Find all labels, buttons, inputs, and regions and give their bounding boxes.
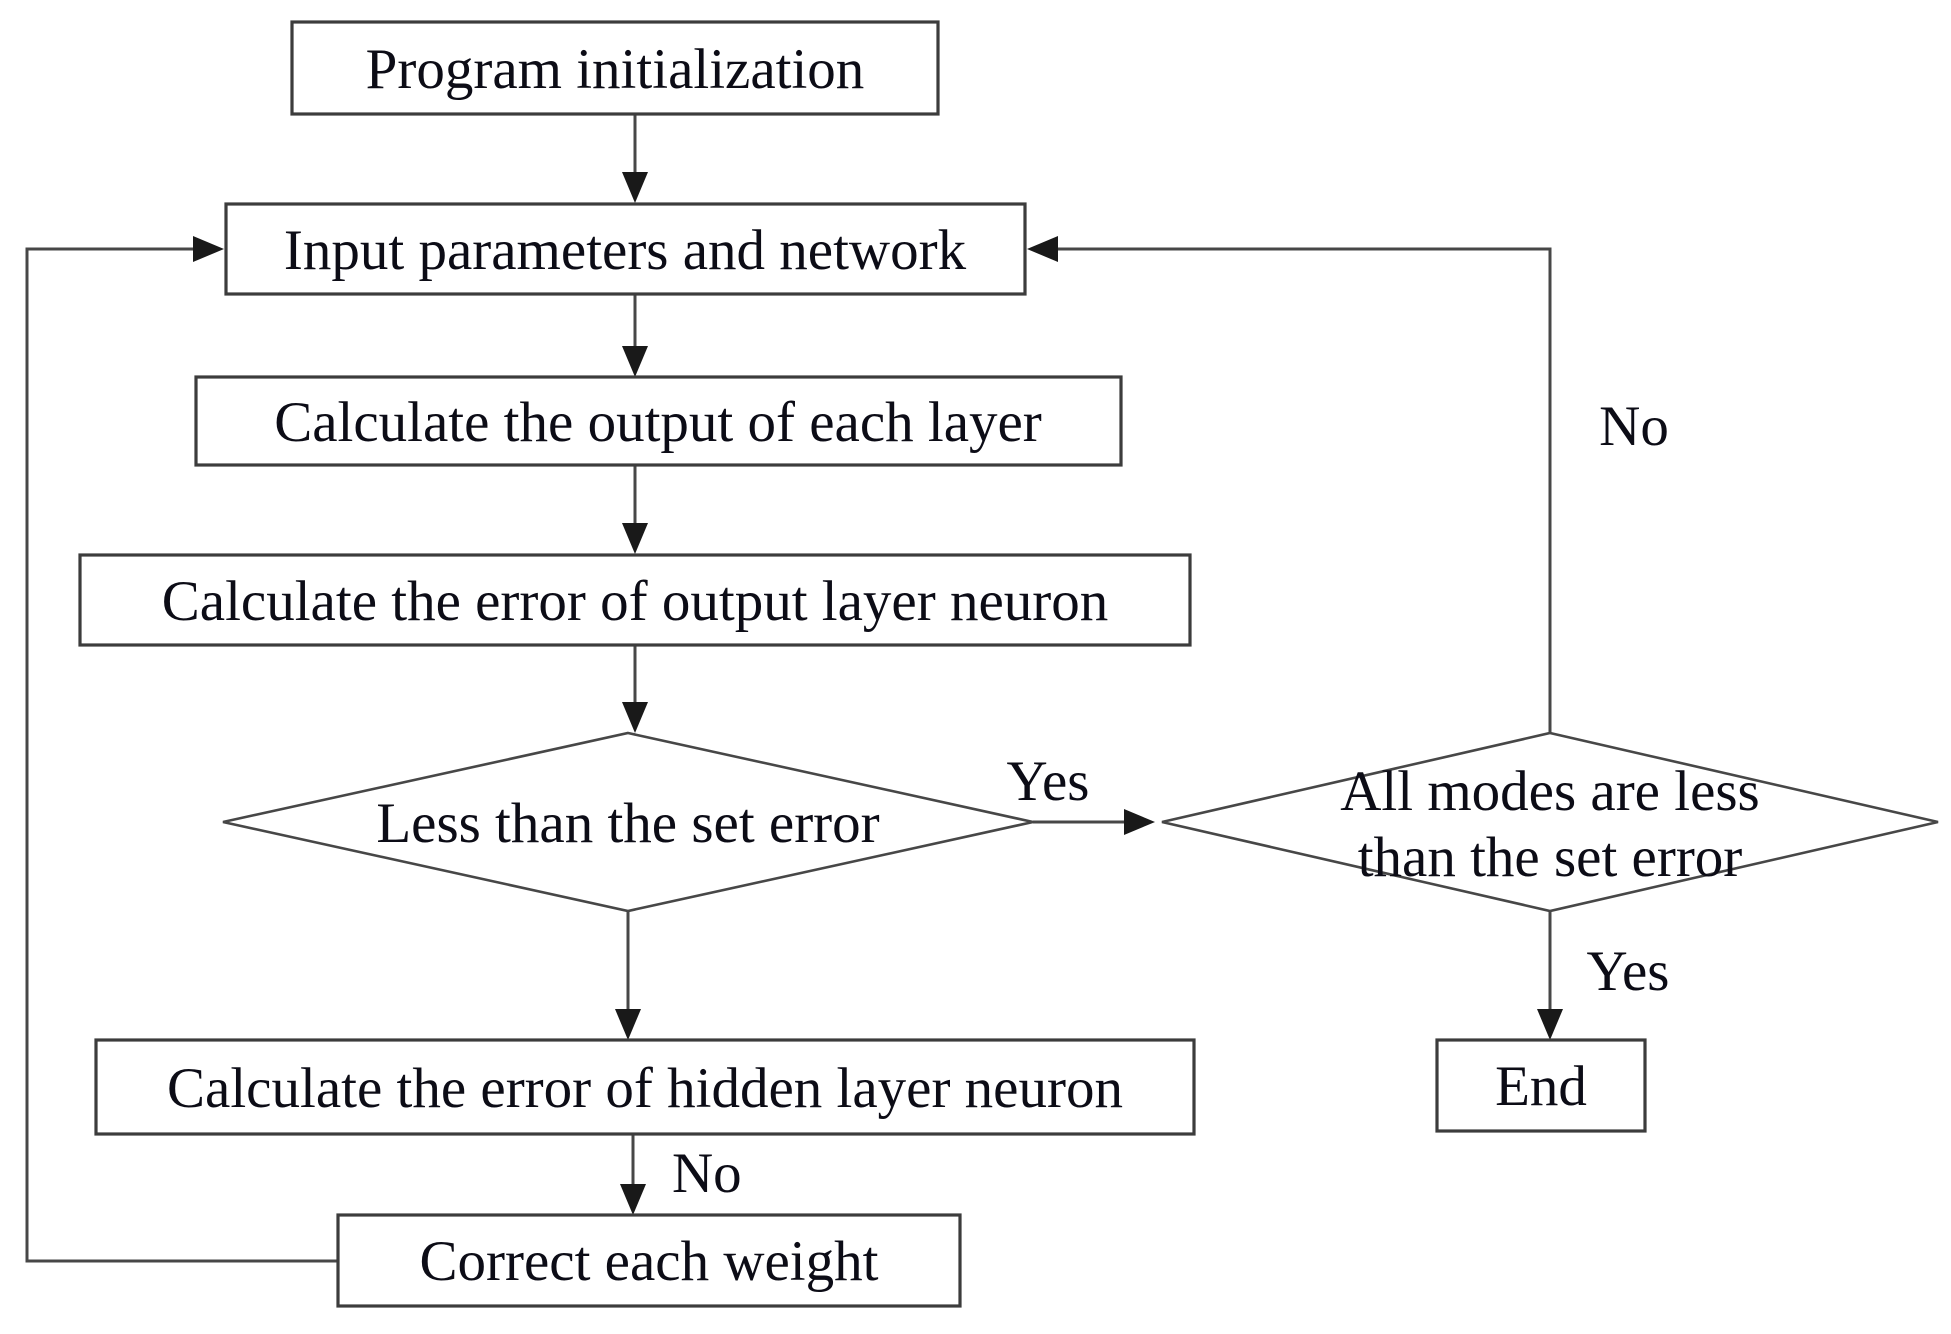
process-box-label: Program initialization [366,38,865,101]
process-box-calculate-error-hidden-layer: Calculate the error of hidden layer neur… [94,1038,1196,1136]
process-box-rect [290,20,940,116]
arrowhead-right-icon [193,236,224,262]
process-box-correct-each-weight: Correct each weight [336,1213,962,1308]
arrowhead-right-icon [1124,809,1155,835]
arrowhead-down-icon [620,1184,646,1215]
edge-label-no-to-correct-weight: No [672,1142,742,1205]
decision-diamond-all-modes-less: All modes are less than the set error [1161,731,1939,913]
edge-label-no-from-all-modes: No [1599,395,1669,458]
edge-feedback-loop [25,247,338,1263]
decision-diamond-shape [1161,731,1939,913]
edge-label-yes-to-all-modes: Yes [1007,750,1090,813]
process-box-calculate-output: Calculate the output of each layer [194,375,1123,467]
process-box-rect [78,553,1192,647]
decision-diamond-label-line2: than the set error [1358,826,1743,889]
arrowhead-down-icon [622,523,648,554]
arrowhead-down-icon [622,346,648,377]
arrowhead-left-icon [1027,236,1058,262]
arrowhead-down-icon [615,1009,641,1040]
terminator-box-end: End [1435,1038,1647,1133]
process-box-rect [94,1038,1196,1136]
process-box-calculate-error-output-layer: Calculate the error of output layer neur… [78,553,1192,647]
terminator-box-rect [1435,1038,1647,1133]
process-box-input-parameters: Input parameters and network [224,202,1027,296]
process-box-label: Correct each weight [420,1230,879,1293]
decision-diamond-label: Less than the set error [376,792,879,855]
process-box-label: Calculate the error of hidden layer neur… [167,1057,1123,1120]
decision-diamond-label-line1: All modes are less [1340,760,1759,823]
arrowhead-down-icon [1537,1009,1563,1040]
process-box-label: Input parameters and network [284,219,967,282]
arrowhead-down-icon [622,172,648,203]
terminator-box-label: End [1495,1055,1587,1118]
process-box-label: Calculate the output of each layer [274,391,1042,454]
process-box-rect [194,375,1123,467]
decision-diamond-shape [222,731,1034,913]
arrowhead-down-icon [622,702,648,733]
process-box-rect [224,202,1027,296]
decision-diamond-less-than-set-error: Less than the set error [222,731,1034,913]
process-box-rect [336,1213,962,1308]
process-box-program-initialization: Program initialization [290,20,940,116]
edge-no-loop-to-input [1055,247,1552,733]
edge-label-yes-to-end: Yes [1587,940,1670,1003]
process-box-label: Calculate the error of output layer neur… [162,570,1108,633]
